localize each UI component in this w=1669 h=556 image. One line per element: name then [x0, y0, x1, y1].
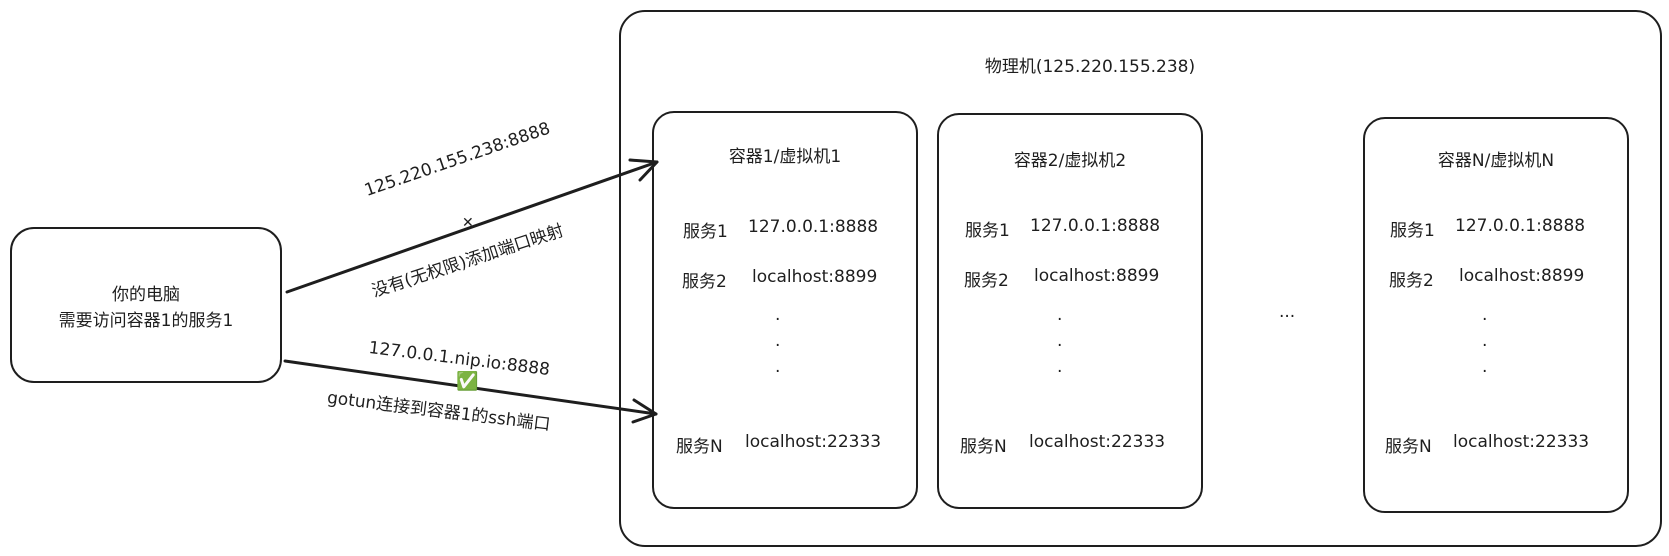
container-2-dot-2: · — [1057, 336, 1063, 356]
container-n-service-1-name: 服务1 — [1390, 221, 1435, 241]
container-1-title: 容器1/虚拟机1 — [728, 147, 842, 167]
bottom-arrow-check-icon: ✅ — [456, 371, 479, 392]
container-1-service-1-name: 服务1 — [683, 222, 728, 242]
container-2-dot-1: · — [1057, 310, 1063, 330]
container-n-dot-1: · — [1482, 310, 1488, 330]
container-1-service-2-name: 服务2 — [682, 272, 727, 292]
container-2-service-2-addr: localhost:8899 — [1034, 266, 1160, 286]
bottom-arrow-head — [631, 398, 658, 424]
container-2-service-n-name: 服务N — [960, 437, 1007, 457]
physical-machine-box — [619, 10, 1662, 547]
container-1-box — [652, 111, 918, 509]
computer-label-line1: 你的电脑 — [112, 285, 180, 305]
container-1-service-n-name: 服务N — [676, 437, 723, 457]
container-n-service-2-name: 服务2 — [1389, 271, 1434, 291]
physical-machine-title: 物理机(125.220.155.238) — [984, 57, 1196, 77]
container-1-dot-3: · — [775, 362, 781, 382]
top-arrow-cross-icon: ✕ — [462, 215, 474, 231]
container-n-service-2-addr: localhost:8899 — [1459, 266, 1585, 286]
container-n-service-1-addr: 127.0.0.1:8888 — [1455, 216, 1586, 236]
container-2-service-n-addr: localhost:22333 — [1029, 432, 1166, 452]
container-n-service-n-name: 服务N — [1385, 437, 1432, 457]
container-1-dot-2: · — [775, 336, 781, 356]
container-n-box — [1363, 117, 1629, 513]
bottom-arrow-line — [283, 359, 658, 416]
container-n-service-n-addr: localhost:22333 — [1453, 432, 1590, 452]
top-arrow-head — [628, 158, 659, 182]
container-n-dot-3: · — [1482, 362, 1488, 382]
container-2-dot-3: · — [1057, 362, 1063, 382]
more-containers-ellipsis: ... — [1279, 302, 1296, 322]
computer-label-line2: 需要访问容器1的服务1 — [58, 311, 234, 331]
computer-box — [10, 227, 282, 383]
container-2-title: 容器2/虚拟机2 — [1013, 151, 1127, 171]
container-2-service-1-name: 服务1 — [965, 221, 1010, 241]
container-1-service-n-addr: localhost:22333 — [745, 432, 882, 452]
container-n-title: 容器N/虚拟机N — [1437, 151, 1555, 171]
top-arrow-line — [285, 160, 659, 294]
container-1-dot-1: · — [775, 310, 781, 330]
container-1-service-1-addr: 127.0.0.1:8888 — [748, 217, 879, 237]
container-2-service-2-name: 服务2 — [964, 271, 1009, 291]
container-n-dot-2: · — [1482, 336, 1488, 356]
container-2-service-1-addr: 127.0.0.1:8888 — [1030, 216, 1161, 236]
container-2-box — [937, 113, 1203, 509]
container-1-service-2-addr: localhost:8899 — [752, 267, 878, 287]
